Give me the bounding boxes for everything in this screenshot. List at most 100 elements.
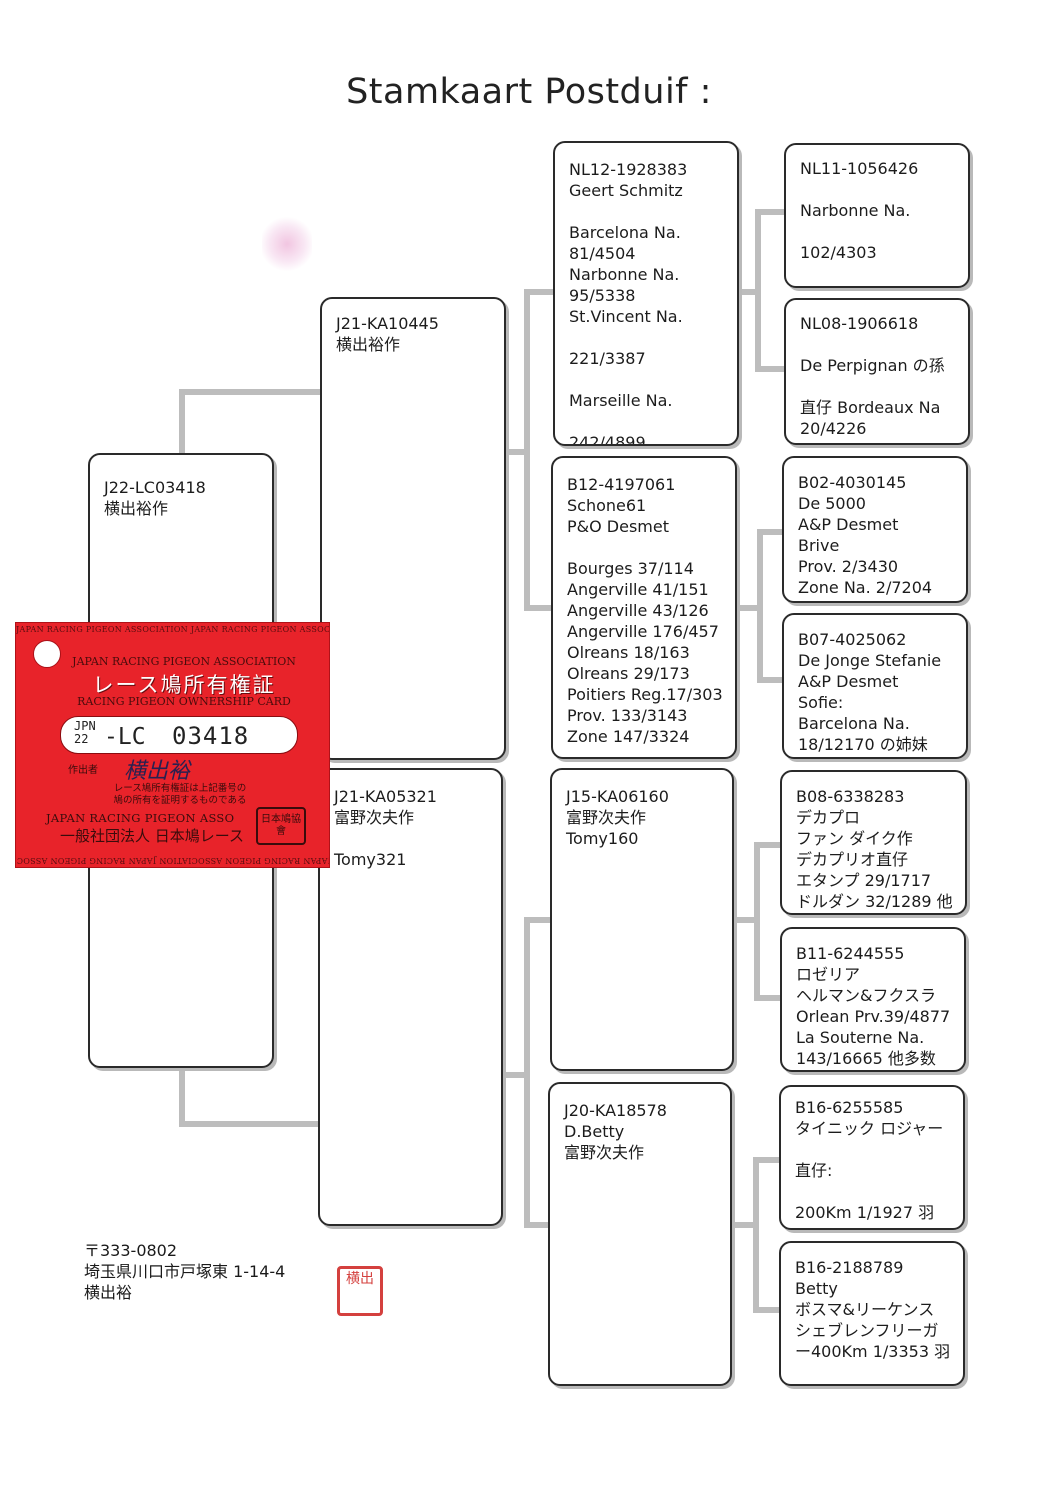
pedigree-line: デカプロ	[796, 808, 861, 827]
pedigree-line: De 5000	[798, 494, 866, 513]
pedigree-line: Angerville 176/457	[567, 622, 719, 641]
pedigree-line: シェブレンフリーガ	[795, 1321, 939, 1340]
card-issuer-jp: 一般社団法人 日本鳩レース	[60, 827, 245, 845]
pedigree-line: Schone61	[567, 496, 647, 515]
pedigree-line: Marseille Na.	[569, 391, 673, 410]
pedigree-line: 221/3387	[569, 349, 646, 368]
pedigree-line	[800, 379, 956, 400]
pedigree-line: Geert Schmitz	[569, 181, 683, 200]
pedigree-line: 富野次夫作	[564, 1143, 645, 1162]
card-border-text-bottom: JAPAN RACING PIGEON ASSOCIATION JAPAN RA…	[15, 856, 330, 865]
pedigree-line: Prov. 133/3143	[567, 706, 688, 725]
ring-country: JPN	[74, 719, 96, 733]
pedigree-line: 直仔 Bordeaux Na	[800, 398, 941, 417]
association-stamp: 日本鳩協會	[256, 807, 306, 845]
street-address: 埼玉県川口市戸塚東 1-14-4	[84, 1262, 286, 1281]
pedigree-line: P&O Desmet	[567, 517, 670, 536]
pedigree-line: Zone Na. 2/7204	[798, 578, 933, 597]
cert-line-2: 鳩の所有を証明するものである	[113, 795, 247, 806]
pedigree-line: J20-KA18578	[564, 1101, 667, 1120]
card-certification-text: レース鳩所有権証は上記番号の 鳩の所有を証明するものである	[70, 783, 290, 807]
pedigree-line: 95/5338	[569, 286, 636, 305]
pedigree-line: 横出裕作	[336, 335, 401, 354]
pedigree-line: Zone 147/3324	[567, 727, 690, 746]
pedigree-line: B02-4030145	[798, 473, 907, 492]
pedigree-line	[800, 337, 956, 358]
pedigree-line: Olreans 29/173	[567, 664, 690, 683]
pedigree-line: エタンプ 29/1717	[796, 871, 932, 890]
pedigree-line: ー400Km 1/3353 羽	[795, 1342, 951, 1361]
pedigree-line: J22-LC03418	[104, 478, 206, 497]
personal-seal: 横出	[337, 1266, 383, 1316]
pedigree-line: NL08-1906618	[800, 314, 919, 333]
pedigree-line: J15-KA06160	[566, 787, 669, 806]
pedigree-line	[795, 1183, 951, 1204]
pedigree-line: Betty	[795, 1279, 838, 1298]
pedigree-line: B07-4025062	[798, 630, 907, 649]
ring-series: -LC	[104, 724, 146, 750]
owner-label: 作出者	[68, 765, 98, 776]
pedigree-line: A&P Desmet	[798, 515, 899, 534]
pedigree-line: 横出裕作	[104, 499, 169, 518]
pedigree-line: タイニック ロジャー	[795, 1119, 944, 1138]
ring-country-year: JPN 22	[74, 720, 96, 746]
pedigree-line: St.Vincent Na.	[569, 307, 683, 326]
breeder-address: 〒333-0802 埼玉県川口市戸塚東 1-14-4 横出裕	[84, 1240, 285, 1303]
pedigree-line: De Jonge Stefanie	[798, 651, 942, 670]
pedigree-line	[800, 182, 956, 203]
pedigree-line: De Perpignan の孫	[800, 356, 945, 375]
ring-number-plate	[60, 716, 298, 754]
pedigree-line: NL11-1056426	[800, 159, 919, 178]
pedigree-line: 200Km 1/1927 羽	[795, 1203, 935, 1222]
pedigree-line: ボスマ&リーケンス	[795, 1300, 935, 1319]
pedigree-line	[334, 828, 489, 849]
card-association-en: JAPAN RACING PIGEON ASSOCIATION	[72, 655, 296, 668]
pedigree-line: Pau Na.333/3124	[800, 287, 956, 288]
pedigree-line: 富野次夫作	[334, 808, 415, 827]
pedigree-line: ヘルマン&フクスラ	[796, 986, 936, 1005]
page-title: Stamkaart Postduif :	[346, 72, 712, 112]
pedigree-line	[569, 411, 725, 432]
ownership-card: JAPAN RACING PIGEON ASSOCIATION JAPAN RA…	[15, 622, 330, 868]
card-issuer-en: JAPAN RACING PIGEON ASSO	[46, 811, 235, 825]
ring-year: 22	[74, 732, 89, 746]
pedigree-line: ドルダン 32/1289 他	[796, 892, 953, 911]
pedigree-line: NL12-1928383	[569, 160, 688, 179]
pedigree-line: 102/4303	[800, 243, 877, 262]
pedigree-line	[800, 224, 956, 245]
pedigree-line: 242/4899	[569, 433, 646, 446]
pedigree-line: 直仔:	[795, 1161, 833, 1180]
pedigree-line: Angerville 41/151	[567, 580, 709, 599]
card-punch-hole	[33, 640, 61, 668]
postal-code: 〒333-0802	[84, 1241, 178, 1260]
pedigree-line	[795, 1141, 951, 1162]
pedigree-line: デカプリオ直仔	[796, 850, 909, 869]
pedigree-line: B11-6244555	[796, 944, 905, 963]
pedigree-line: A&P Desmet	[798, 672, 899, 691]
pedigree-line: 20/4226	[800, 419, 867, 438]
pedigree-line: Sofie:	[798, 693, 844, 712]
card-border-text: JAPAN RACING PIGEON ASSOCIATION JAPAN RA…	[16, 625, 330, 634]
pedigree-line: J21-KA05321	[334, 787, 437, 806]
pedigree-line: B08-6338283	[796, 787, 905, 806]
pedigree-line: Tomy160	[566, 829, 639, 848]
pedigree-line: B16-6255585	[795, 1098, 904, 1117]
pedigree-line: Angerville 43/126	[567, 601, 709, 620]
card-title-jp: レース鳩所有権証	[92, 673, 276, 697]
breeder-name: 横出裕	[84, 1283, 133, 1302]
pedigree-line	[567, 537, 723, 558]
pedigree-line: Barcelona Na.	[569, 223, 681, 242]
pedigree-line: Barcelona Na.	[798, 714, 910, 733]
pedigree-line: Tomy321	[334, 850, 407, 869]
pedigree-line	[569, 327, 725, 348]
